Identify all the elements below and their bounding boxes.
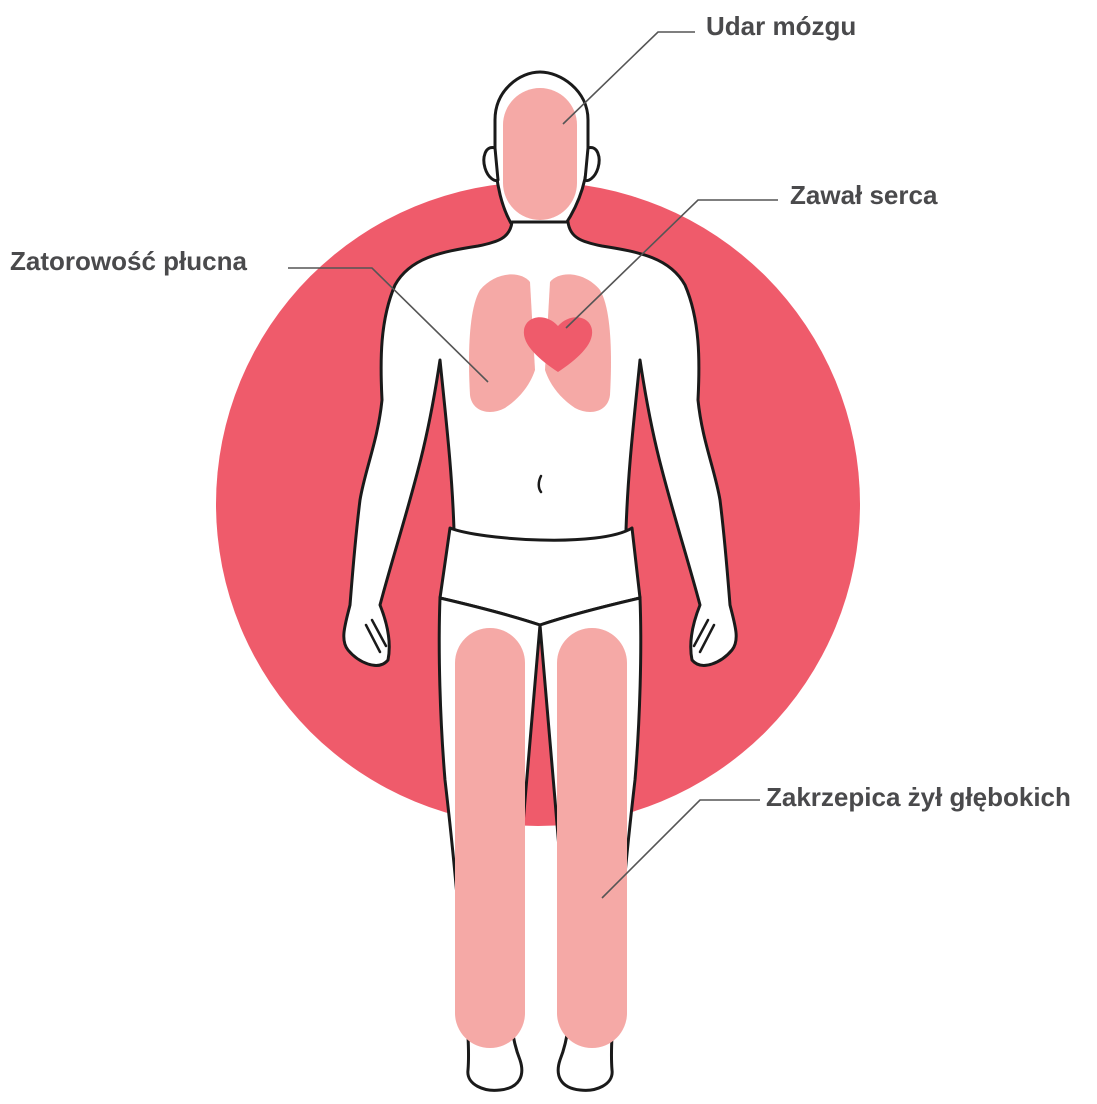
brain-area [503, 88, 577, 220]
right-ear [585, 148, 599, 181]
right-leg-area [557, 628, 627, 1048]
label-dvt: Zakrzepica żył głębokich [766, 782, 1071, 812]
left-leg-area [455, 628, 525, 1048]
label-heart-attack: Zawał serca [790, 180, 938, 210]
label-stroke: Udar mózgu [706, 11, 856, 41]
label-pulmonary-embolism: Zatorowość płucna [10, 246, 247, 276]
left-ear [484, 148, 498, 181]
